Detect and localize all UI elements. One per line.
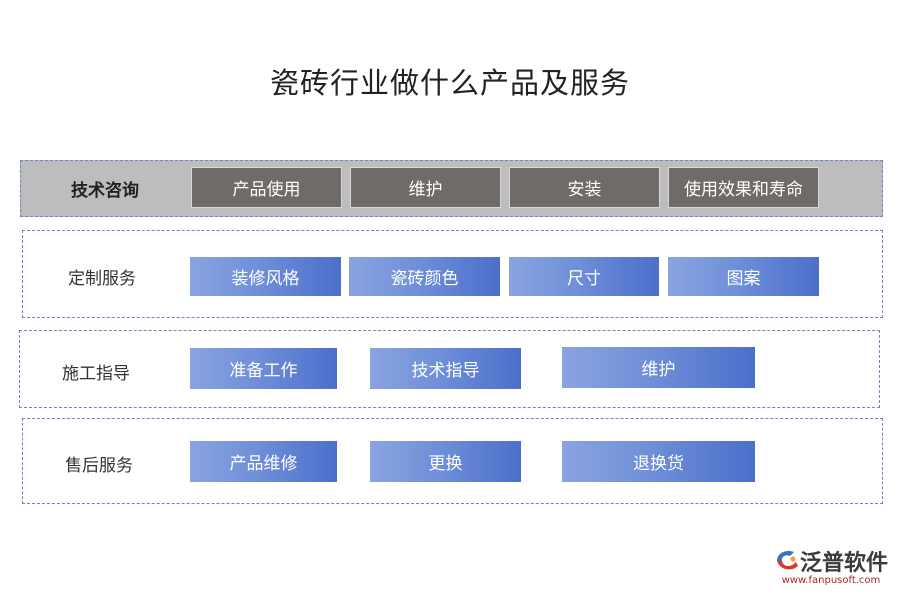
box-installation: 安装 (509, 167, 660, 208)
logo-name: 泛普软件 (799, 551, 888, 576)
box-pattern: 图案 (668, 257, 819, 296)
row-label: 售后服务 (65, 456, 133, 476)
box-maintenance: 维护 (350, 167, 501, 208)
row-custom-service: 定制服务 装修风格 瓷砖颜色 尺寸 图案 (22, 230, 883, 318)
box-maintenance-2: 维护 (562, 347, 755, 388)
row-technical-consulting: 技术咨询 产品使用 维护 安装 使用效果和寿命 (20, 160, 883, 217)
box-preparation: 准备工作 (190, 348, 337, 389)
box-return-exchange: 退换货 (562, 441, 755, 482)
box-decoration-style: 装修风格 (190, 257, 341, 296)
box-product-usage: 产品使用 (191, 167, 342, 208)
fanpu-logo-icon (774, 547, 800, 575)
box-replacement: 更换 (370, 441, 521, 482)
box-size: 尺寸 (509, 257, 659, 296)
row-after-sales: 售后服务 产品维修 更换 退换货 (22, 418, 883, 504)
box-tile-color: 瓷砖颜色 (349, 257, 500, 296)
row-label: 定制服务 (68, 269, 136, 289)
box-product-repair: 产品维修 (190, 441, 337, 482)
row-label: 施工指导 (62, 364, 130, 384)
page-title: 瓷砖行业做什么产品及服务 (269, 66, 630, 100)
logo-url: www.fanpusoft.com (781, 575, 881, 586)
fanpu-logo: 泛普软件 www.fanpusoft.com (774, 545, 888, 586)
row-label: 技术咨询 (71, 181, 139, 201)
row-construction-guidance: 施工指导 准备工作 技术指导 维护 (19, 330, 880, 408)
box-technical-guidance: 技术指导 (370, 348, 521, 389)
box-effect-lifespan: 使用效果和寿命 (668, 167, 819, 208)
